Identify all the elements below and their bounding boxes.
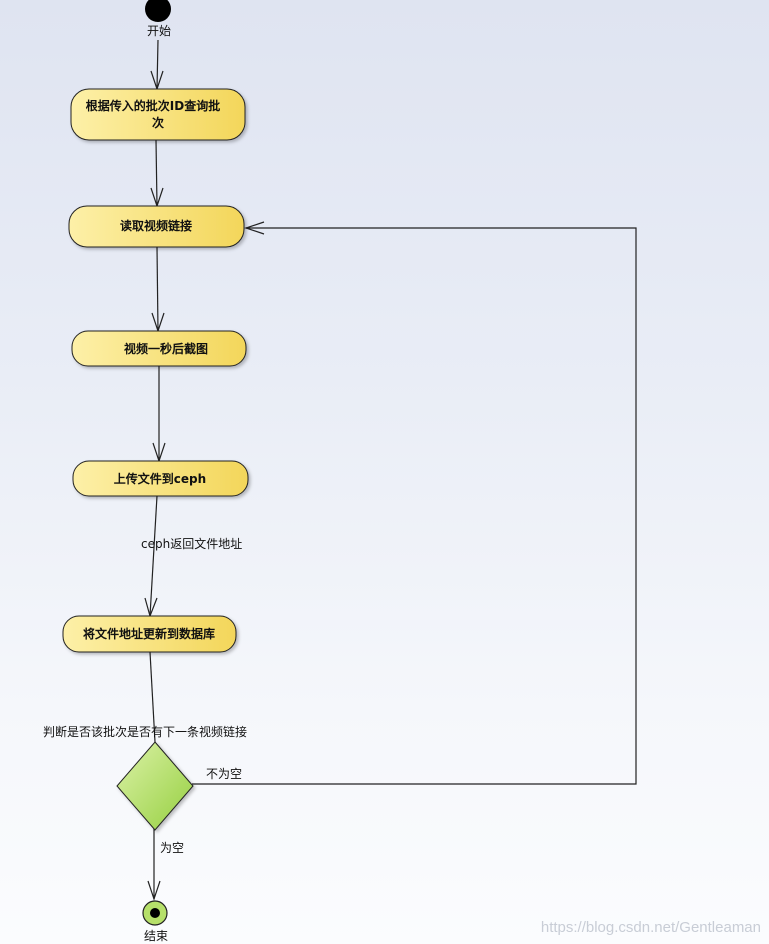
edge-loop-back	[192, 227, 637, 785]
arrowhead	[244, 221, 265, 235]
edges	[144, 39, 637, 901]
edge-step2-step3	[156, 246, 159, 332]
branch-label-empty: 为空	[160, 841, 184, 855]
action-label: 根据传入的批次ID查询批	[86, 98, 220, 113]
edge-start-step1	[156, 39, 159, 90]
action-node-upload-ceph: 上传文件到ceph	[72, 460, 249, 497]
branch-label-not-empty: 不为空	[206, 767, 242, 781]
edge-step5-decision	[149, 651, 156, 743]
start-label: 开始	[147, 24, 171, 38]
action-label: 将文件地址更新到数据库	[83, 626, 215, 641]
action-label: 上传文件到ceph	[114, 471, 206, 486]
edge-label-ceph-return: ceph返回文件地址	[141, 536, 242, 551]
decision-label: 判断是否该批次是否有下一条视频链接	[43, 724, 247, 739]
end-node	[142, 900, 168, 926]
action-node-update-db: 将文件地址更新到数据库	[62, 615, 237, 653]
edge-step4-step5	[149, 495, 158, 617]
action-node-query-batch: 根据传入的批次ID查询批 次	[70, 88, 246, 141]
edge-step1-step2	[155, 139, 158, 207]
arrowhead	[147, 880, 161, 901]
action-node-read-video-link: 读取视频链接	[68, 205, 245, 248]
decision-node	[116, 741, 194, 831]
end-label: 结束	[144, 929, 168, 943]
action-label: 视频一秒后截图	[124, 341, 208, 356]
start-node	[145, 0, 171, 22]
action-label: 次	[152, 115, 164, 130]
watermark: https://blog.csdn.net/Gentleaman	[540, 919, 761, 936]
action-label: 读取视频链接	[120, 218, 192, 233]
action-node-screenshot: 视频一秒后截图	[71, 330, 247, 367]
